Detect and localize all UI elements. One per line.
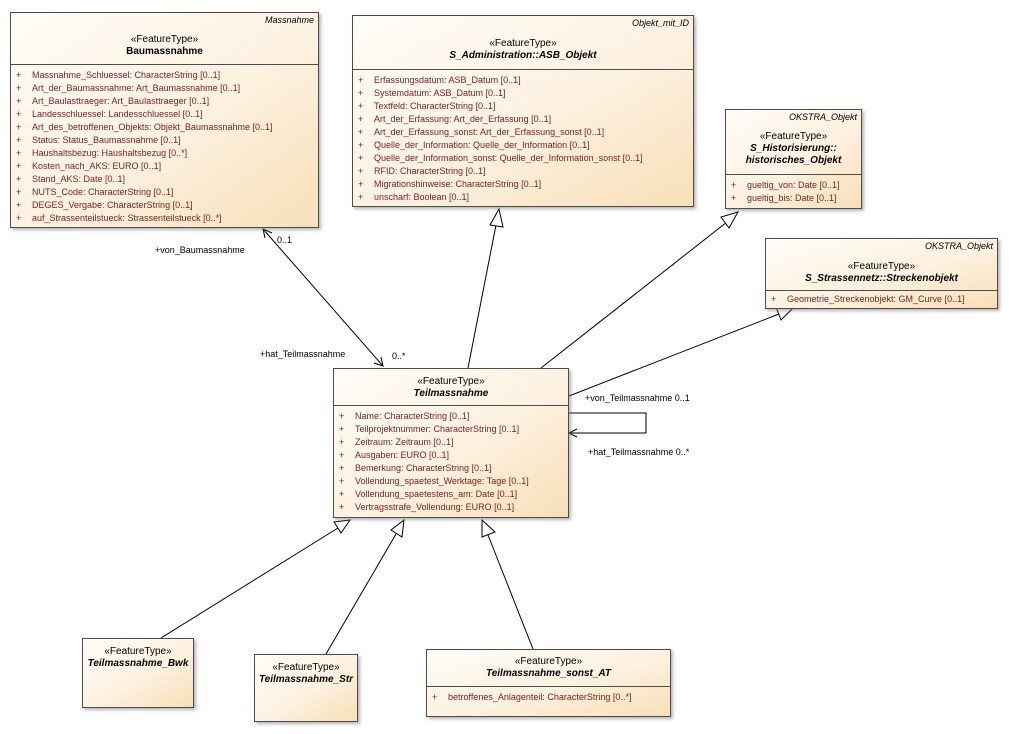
attribute-row: +Name: CharacterString [0..1] <box>339 411 470 421</box>
class-name: Baumassnahme <box>126 46 203 57</box>
role-label-von-baumassnahme: +von_Baumassnahme <box>155 245 245 255</box>
stereotype-label: «FeatureType» <box>847 261 916 272</box>
multiplicity-label-von-baumassnahme: 0..1 <box>277 235 293 245</box>
attribute-row: +Teilprojektnummer: CharacterString [0..… <box>339 424 520 434</box>
attribute-row: +RFID: CharacterString [0..1] <box>358 166 486 176</box>
attribute-row: +Kosten_nach_AKS: EURO [0..1] <box>16 161 162 171</box>
self-association-label-hat: +hat_Teilmassnahme 0..* <box>588 447 690 457</box>
attribute-row: +betroffenes_Anlagenteil: CharacterStrin… <box>432 692 632 702</box>
stereotype-label: «FeatureType» <box>759 131 828 142</box>
attribute-row: +Migrationshinweise: CharacterString [0.… <box>358 179 542 189</box>
attribute-row: +gueltig_bis: Date [0..1] <box>731 193 837 203</box>
class-streckenobjekt[interactable]: OKSTRA_Objekt «FeatureType» S_Strassenne… <box>765 238 998 309</box>
package-label: Objekt_mit_ID <box>631 18 689 28</box>
generalization-arrowhead-asb <box>489 207 504 228</box>
stereotype-label: «FeatureType» <box>130 34 199 45</box>
class-name-line1: S_Historisierung:: <box>750 143 837 154</box>
attribute-row: +NUTS_Code: CharacterString [0..1] <box>16 187 174 197</box>
generalization-sonst-at-to-teilmassnahme[interactable] <box>487 534 534 650</box>
attribute-row: +Art_der_Baumassnahme: Art_Baumassnahme … <box>16 83 241 93</box>
class-teilmassnahme-sonst-at[interactable]: «FeatureType» Teilmassnahme_sonst_AT +be… <box>426 649 671 717</box>
generalization-to-historisches-objekt[interactable] <box>540 221 728 369</box>
generalization-arrowhead-sonst-at <box>481 518 496 538</box>
class-historisches-objekt[interactable]: OKSTRA_Objekt «FeatureType» S_Historisie… <box>725 109 862 209</box>
attribute-row: +Art_der_Erfassung: Art_der_Erfassung [0… <box>358 114 552 124</box>
attribute-row: +Bemerkung: CharacterString [0..1] <box>339 463 492 473</box>
attribute-row: +Art_des_betroffenen_Objekts: Objekt_Bau… <box>16 122 273 132</box>
generalization-str-to-teilmassnahme[interactable] <box>325 533 397 655</box>
class-name: S_Strassennetz::Streckenobjekt <box>805 273 958 284</box>
attribute-row: +DEGES_Vergabe: CharacterString [0..1] <box>16 200 193 210</box>
stereotype-label: «FeatureType» <box>272 662 340 673</box>
attribute-row: +unscharf: Boolean [0..1] <box>358 192 470 202</box>
class-name: Teilmassnahme_sonst_AT <box>485 668 612 679</box>
attribute-row: +Erfassungsdatum: ASB_Datum [0..1] <box>358 75 521 85</box>
attribute-row: +Massnahme_Schluessel: CharacterString [… <box>16 70 221 80</box>
attribute-row: +Quelle_der_Information_sonst: Quelle_de… <box>358 153 643 163</box>
attribute-row: +Vollendung_spaetest_Werktage: Tage [0..… <box>339 476 529 486</box>
attribute-row: +gueltig_von: Date [0..1] <box>731 180 840 190</box>
stereotype-label: «FeatureType» <box>417 376 485 387</box>
generalization-arrowhead-str <box>390 518 405 538</box>
generalization-bwk-to-teilmassnahme[interactable] <box>160 527 339 639</box>
attribute-row: +Vertragsstrafe_Vollendung: EURO [0..1] <box>339 502 515 512</box>
class-name: Teilmassnahme_Str <box>258 674 354 685</box>
attribute-row: +auf_Strassenteilstueck: Strassenteilstu… <box>16 213 222 223</box>
self-association-label-von: +von_Teilmassnahme 0..1 <box>585 393 690 403</box>
attribute-row: +Systemdatum: ASB_Datum [0..1] <box>358 88 506 98</box>
class-name: Teilmassnahme_Bwk <box>87 658 189 669</box>
class-name: Teilmassnahme <box>413 388 489 399</box>
class-name-line2: historisches_Objekt <box>745 155 842 166</box>
attribute-row: +Quelle_der_Information: Quelle_der_Info… <box>358 140 590 150</box>
generalization-to-streckenobjekt[interactable] <box>568 313 780 397</box>
class-teilmassnahme[interactable]: «FeatureType» Teilmassnahme +Name: Chara… <box>333 368 569 518</box>
role-label-hat-teilmassnahme: +hat_Teilmassnahme <box>260 349 346 359</box>
attribute-row: +Stand_AKS: Date [0..1] <box>16 174 126 184</box>
generalization-arrowhead-bwk <box>333 519 352 534</box>
package-label: OKSTRA_Objekt <box>924 241 993 251</box>
class-teilmassnahme-str[interactable]: «FeatureType» Teilmassnahme_Str <box>254 654 358 722</box>
association-arrowhead-top <box>262 228 273 239</box>
class-asb-objekt[interactable]: Objekt_mit_ID «FeatureType» S_Administra… <box>352 15 694 207</box>
attribute-row: +Zeitraum: Zeitraum [0..1] <box>339 437 454 447</box>
attribute-row: +Landesschluessel: Landesschluessel [0..… <box>16 109 203 119</box>
stereotype-label: «FeatureType» <box>489 38 557 49</box>
attribute-row: +Art_Baulasttraeger: Art_Baulasttraeger … <box>16 96 210 106</box>
attribute-row: +Status: Status_Baumassnahme [0..1] <box>16 135 181 145</box>
attribute-row: +Haushaltsbezug: Haushaltsbezug [0..*] <box>16 148 188 158</box>
attribute-row: +Art_der_Erfassung_sonst: Art_der_Erfass… <box>358 127 605 137</box>
stereotype-label: «FeatureType» <box>514 656 583 667</box>
generalization-to-asb-objekt[interactable] <box>467 224 497 369</box>
stereotype-label: «FeatureType» <box>104 646 172 657</box>
self-association-arrowhead <box>567 428 578 438</box>
class-baumassnahme[interactable]: Massnahme «FeatureType» Baumassnahme +Ma… <box>10 12 319 228</box>
self-association-teilmassnahme[interactable] <box>569 412 647 434</box>
class-name: S_Administration::ASB_Objekt <box>449 50 597 61</box>
attribute-row: +Textfeld: CharacterString [0..1] <box>358 101 496 111</box>
multiplicity-label-hat-teilmassnahme: 0..* <box>392 351 406 361</box>
association-baumassnahme-teilmassnahme[interactable] <box>262 228 384 367</box>
generalization-arrowhead-historisch <box>720 211 740 229</box>
class-teilmassnahme-bwk[interactable]: «FeatureType» Teilmassnahme_Bwk <box>82 638 194 708</box>
attribute-row: +Geometrie_Streckenobjekt: GM_Curve [0..… <box>771 294 965 304</box>
package-label: OKSTRA_Objekt <box>788 112 857 122</box>
attribute-row: +Vollendung_spaetestens_am: Date [0..1] <box>339 489 518 499</box>
attribute-row: +Ausgaben: EURO [0..1] <box>339 450 450 460</box>
package-label: Massnahme <box>264 15 314 25</box>
association-arrowhead-bottom <box>373 356 384 367</box>
